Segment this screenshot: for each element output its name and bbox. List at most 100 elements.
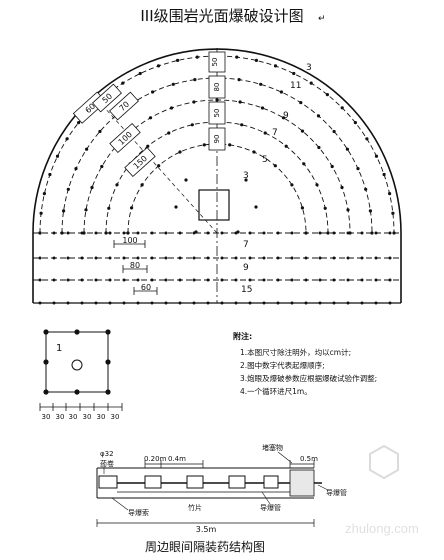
blast-hole bbox=[368, 209, 372, 213]
cartridge bbox=[228, 475, 246, 489]
blast-hole bbox=[220, 278, 224, 282]
blast-hole bbox=[192, 100, 196, 104]
blast-hole bbox=[136, 256, 140, 260]
blast-hole bbox=[388, 192, 392, 196]
notes: 附注: 1.本图尺寸除注明外，均以cm计; 2.图中数字代表起爆顺序; 3.炮眼… bbox=[233, 331, 377, 396]
blast-hole bbox=[304, 301, 308, 305]
blast-hole bbox=[65, 137, 69, 141]
blast-hole bbox=[290, 231, 294, 235]
ring-number-7: 7 bbox=[272, 128, 278, 138]
blast-hole bbox=[263, 131, 267, 135]
cartridge bbox=[186, 475, 204, 489]
blast-hole bbox=[332, 129, 336, 134]
blast-hole bbox=[330, 164, 334, 169]
blast-hole bbox=[220, 301, 224, 305]
blast-hole bbox=[304, 231, 308, 235]
blast-hole bbox=[299, 101, 303, 105]
blast-hole bbox=[136, 231, 140, 235]
blast-hole bbox=[136, 301, 140, 305]
blast-hole bbox=[178, 256, 182, 260]
blast-hole bbox=[178, 231, 182, 235]
blast-hole bbox=[290, 256, 294, 260]
blast-hole bbox=[164, 256, 168, 260]
blast-hole bbox=[332, 231, 336, 235]
blast-hole bbox=[167, 131, 171, 135]
blast-hole bbox=[388, 301, 392, 305]
blast-hole bbox=[151, 90, 155, 94]
blast-hole bbox=[174, 205, 178, 209]
radial-line bbox=[94, 96, 218, 234]
blast-hole bbox=[104, 231, 108, 235]
blast-hole bbox=[325, 93, 329, 97]
dim-label-d1: 0.20m bbox=[144, 455, 167, 463]
drawing-title: III级围岩光面爆破设计图 bbox=[140, 7, 303, 25]
blast-hole bbox=[228, 143, 232, 147]
charge-structure bbox=[96, 451, 329, 527]
blast-hole bbox=[273, 64, 278, 68]
blast-hole bbox=[140, 183, 144, 187]
blast-hole bbox=[77, 121, 81, 125]
blast-hole bbox=[48, 172, 52, 177]
bamboo-label: 竹片 bbox=[188, 503, 202, 512]
note-4: 4.一个循环进尺1m。 bbox=[240, 386, 312, 396]
blast-hole bbox=[317, 145, 321, 150]
blast-hole bbox=[122, 301, 126, 305]
blast-hole bbox=[276, 256, 280, 260]
blast-hole bbox=[62, 209, 66, 213]
blast-hole bbox=[220, 256, 224, 260]
blast-hole bbox=[318, 256, 322, 260]
stemming bbox=[289, 469, 315, 497]
stemming-length-label: 0.5m bbox=[300, 455, 318, 463]
blast-hole bbox=[382, 172, 386, 177]
blast-hole bbox=[52, 278, 56, 282]
blast-hole bbox=[332, 256, 336, 260]
blast-hole bbox=[206, 256, 210, 260]
blast-hole bbox=[195, 55, 199, 59]
ring-numbers: 3 11 9 7 5 3 bbox=[243, 63, 312, 181]
note-3: 3.炮眼及爆破参数应根据爆破试验作调整; bbox=[240, 373, 377, 383]
blast-hole bbox=[360, 256, 364, 260]
row-number-7: 7 bbox=[243, 240, 249, 250]
hole-pattern-detail: 1 30 30 30 30 30 30 bbox=[39, 329, 123, 421]
blast-hole bbox=[290, 183, 294, 187]
blast-hole bbox=[38, 301, 42, 305]
blast-hole bbox=[262, 256, 266, 260]
blast-hole bbox=[332, 278, 336, 282]
blast-hole bbox=[108, 231, 112, 235]
blast-hole bbox=[234, 278, 238, 282]
blast-hole bbox=[238, 100, 242, 104]
blast-hole bbox=[304, 278, 308, 282]
stemming-label: 堵塞物 bbox=[262, 443, 283, 452]
blast-hole bbox=[346, 301, 350, 305]
blast-hole bbox=[80, 256, 84, 260]
bottom-dimensions bbox=[113, 240, 158, 295]
blast-hole bbox=[318, 231, 322, 235]
ring-number-3: 3 bbox=[243, 171, 249, 181]
blast-hole bbox=[302, 162, 306, 166]
blast-hole bbox=[388, 256, 392, 260]
blast-hole bbox=[346, 256, 350, 260]
blast-hole bbox=[234, 256, 238, 260]
blast-hole bbox=[90, 185, 94, 190]
blast-hole bbox=[126, 231, 130, 235]
blast-hole bbox=[178, 278, 182, 282]
cartridge-label: 药卷 bbox=[100, 459, 114, 468]
blast-hole bbox=[150, 256, 154, 260]
blast-hole bbox=[206, 278, 210, 282]
blast-hole bbox=[374, 154, 379, 158]
blast-hole bbox=[190, 123, 194, 127]
title-return-mark: ↵ bbox=[318, 14, 326, 24]
blast-hole bbox=[374, 278, 378, 282]
blast-hole bbox=[356, 167, 360, 171]
blast-hole bbox=[66, 187, 70, 191]
blast-hole bbox=[55, 154, 60, 158]
blast-hole bbox=[279, 90, 283, 94]
blast-hole bbox=[346, 231, 350, 235]
blast-hole bbox=[235, 55, 239, 59]
blast-hole bbox=[178, 301, 182, 305]
radial-dimensions: 60 50 70 100 150 bbox=[72, 83, 156, 178]
blast-hole bbox=[248, 278, 252, 282]
blast-hole bbox=[150, 231, 154, 235]
blast-hole bbox=[206, 301, 210, 305]
blast-hole bbox=[94, 278, 98, 282]
